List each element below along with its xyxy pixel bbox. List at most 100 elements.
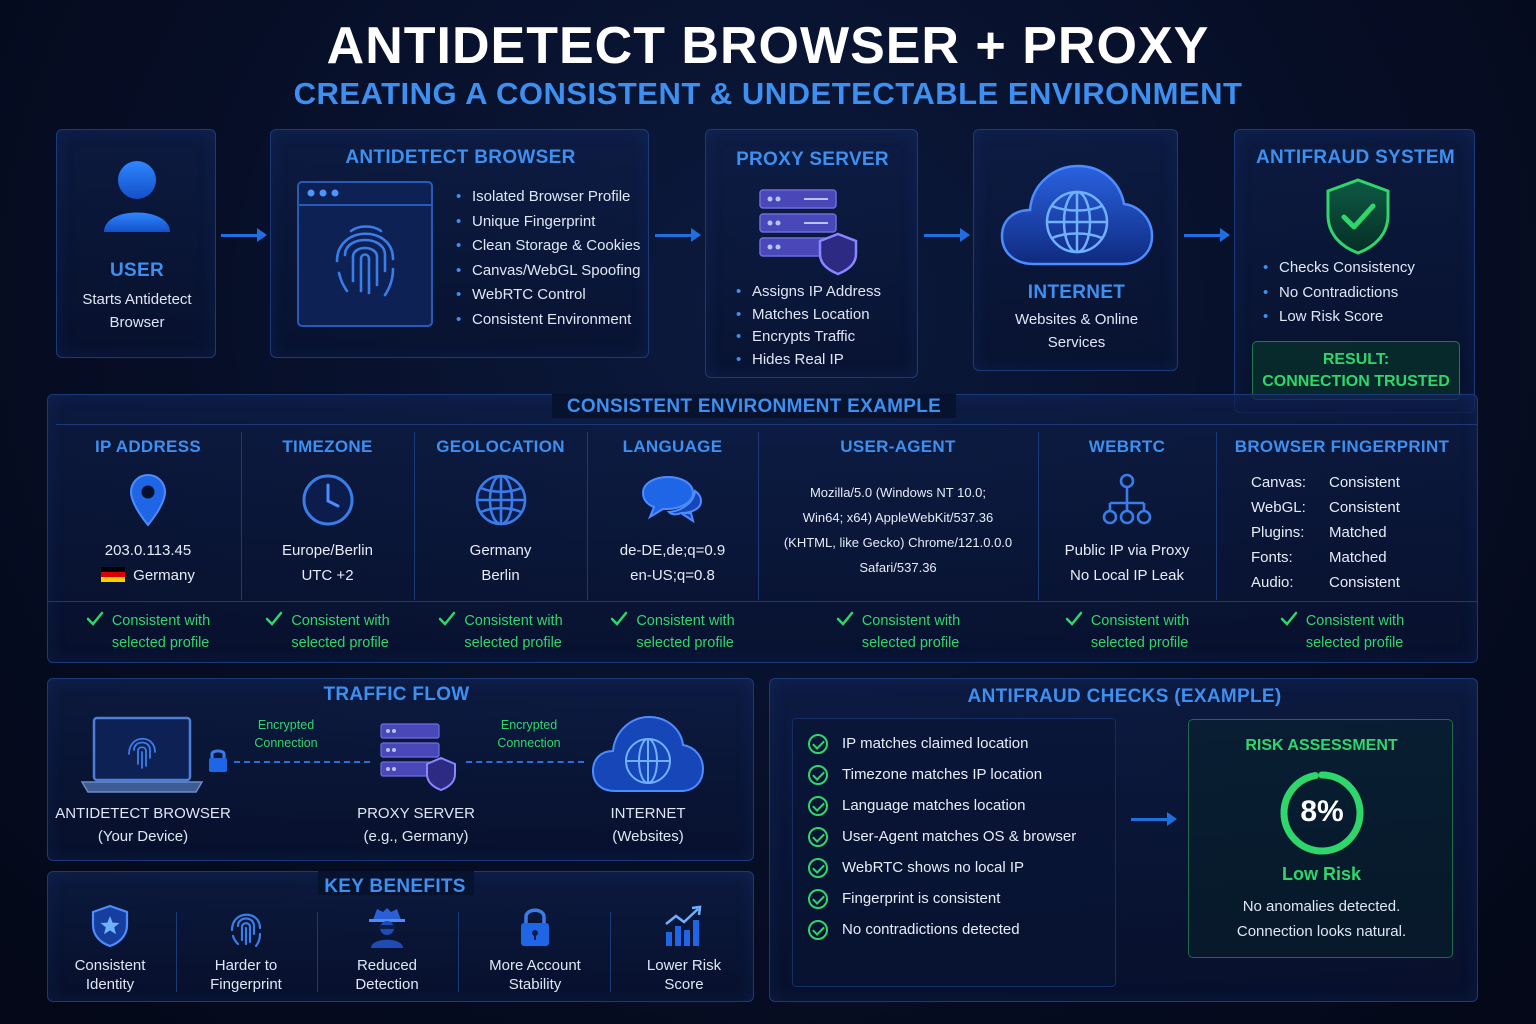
benefit-reduced-detection: Reduced Detection bbox=[317, 904, 457, 994]
env-fp-value: Consistent bbox=[1329, 574, 1400, 591]
env-fp-row: WebGL:Consistent bbox=[1251, 495, 1400, 520]
check-item: Timezone matches IP location bbox=[808, 759, 1076, 790]
clock-icon bbox=[302, 474, 353, 526]
risk-title: RISK ASSESSMENT bbox=[1245, 737, 1398, 754]
benefit-separator bbox=[317, 912, 318, 992]
benefit-label: Fingerprint bbox=[210, 976, 282, 993]
network-nodes-icon bbox=[1102, 473, 1152, 525]
user-desc-line1: Starts Antidetect bbox=[82, 291, 192, 308]
env-tz-offset: UTC +2 bbox=[301, 567, 354, 584]
server-shield-icon bbox=[759, 189, 858, 276]
env-tz-zone: Europe/Berlin bbox=[282, 542, 373, 559]
lock-icon bbox=[209, 749, 227, 772]
antidetect-feature: Canvas/WebGL Spoofing bbox=[456, 259, 640, 284]
env-status-line1: Consistent with bbox=[861, 613, 961, 629]
check-icon bbox=[836, 611, 854, 626]
check-circle-icon bbox=[808, 733, 828, 754]
antidetect-feature: Consistent Environment bbox=[456, 308, 640, 333]
risk-gauge-arc bbox=[1280, 771, 1364, 855]
traffic-flow-panel: TRAFFIC FLOW Encrypted Connection Encryp… bbox=[47, 678, 754, 861]
internet-desc-line1: Websites & Online bbox=[1014, 311, 1139, 328]
env-ua-line: (KHTML, like Gecko) Chrome/121.0.0.0 bbox=[783, 535, 1013, 550]
internet-desc-line2: Services bbox=[1047, 334, 1106, 351]
internet-desc: Websites & Online Services bbox=[974, 308, 1179, 354]
server-shield-icon bbox=[380, 723, 456, 792]
env-status-line2: selected profile bbox=[291, 635, 389, 651]
column-separator bbox=[241, 432, 242, 600]
environment-inner-top bbox=[56, 424, 1478, 425]
proxy-features: Assigns IP Address Matches Location Encr… bbox=[736, 281, 881, 371]
antidetect-card: ANTIDETECT BROWSER Isolated Browser Prof… bbox=[270, 129, 649, 358]
germany-flag-icon bbox=[101, 567, 126, 582]
env-webrtc-leak: No Local IP Leak bbox=[1070, 567, 1184, 584]
env-status-line1: Consistent with bbox=[464, 613, 563, 629]
growth-chart-icon bbox=[665, 905, 702, 946]
environment-divider bbox=[47, 601, 1478, 602]
risk-note-line2: Connection looks natural. bbox=[1236, 923, 1407, 940]
env-webrtc-value: Public IP via Proxy No Local IP Leak bbox=[1038, 538, 1216, 588]
env-status-line2: selected profile bbox=[464, 635, 562, 651]
check-item: User-Agent matches OS & browser bbox=[808, 821, 1076, 852]
column-separator bbox=[587, 432, 588, 600]
check-item-label: IP matches claimed location bbox=[842, 735, 1029, 752]
user-icon bbox=[104, 161, 170, 232]
cloud-globe-icon bbox=[1000, 164, 1154, 266]
traffic-internet-label: INTERNET (Websites) bbox=[573, 802, 723, 848]
check-item-label: No contradictions detected bbox=[842, 921, 1020, 938]
env-column-fingerprint: BROWSER FINGERPRINT Canvas:Consistent We… bbox=[1216, 425, 1468, 663]
env-status-line1: Consistent with bbox=[1305, 613, 1405, 629]
column-separator bbox=[1216, 432, 1217, 600]
result-label: RESULT: bbox=[1322, 351, 1390, 368]
location-pin-icon bbox=[129, 473, 167, 527]
encrypted-label-line1: Encrypted bbox=[257, 718, 315, 732]
benefit-harder-to-fingerprint: Harder to Fingerprint bbox=[176, 904, 316, 994]
user-desc-line2: Browser bbox=[109, 314, 165, 331]
env-ip-country: Germany bbox=[55, 563, 241, 588]
internet-card: INTERNET Websites & Online Services bbox=[973, 129, 1178, 371]
env-column-language: LANGUAGE de-DE,de;q=0.9 en-US;q=0.8 Cons… bbox=[587, 425, 758, 663]
env-geo-value: Germany Berlin bbox=[414, 538, 587, 588]
page-subtitle: CREATING A CONSISTENT & UNDETECTABLE ENV… bbox=[293, 76, 1243, 111]
traffic-browser-name: ANTIDETECT BROWSER bbox=[55, 805, 231, 822]
check-icon bbox=[86, 611, 104, 626]
env-fp-value: Consistent bbox=[1329, 499, 1400, 516]
check-item-label: Timezone matches IP location bbox=[842, 766, 1043, 783]
check-item-label: Language matches location bbox=[842, 797, 1026, 814]
env-webrtc-title: WEBRTC bbox=[1088, 437, 1166, 456]
antifraud-checks-panel: ANTIFRAUD CHECKS (EXAMPLE) IP matches cl… bbox=[769, 678, 1478, 1002]
antifraud-feature: No Contradictions bbox=[1263, 281, 1415, 306]
check-item-label: Fingerprint is consistent bbox=[842, 890, 1001, 907]
env-lang-secondary: en-US;q=0.8 bbox=[630, 567, 715, 584]
traffic-browser-label: ANTIDETECT BROWSER (Your Device) bbox=[48, 802, 238, 848]
antidetect-feature: Isolated Browser Profile bbox=[456, 185, 640, 210]
env-ip-address: 203.0.113.45 bbox=[104, 542, 192, 559]
risk-gauge bbox=[1280, 771, 1364, 855]
environment-title: CONSISTENT ENVIRONMENT EXAMPLE bbox=[566, 396, 942, 417]
environment-title-backdrop bbox=[552, 394, 956, 418]
antifraud-feature: Low Risk Score bbox=[1263, 305, 1415, 330]
env-status-line1: Consistent with bbox=[636, 613, 735, 629]
antidetect-title: ANTIDETECT BROWSER bbox=[345, 147, 576, 168]
benefit-label: Consistent bbox=[74, 957, 146, 974]
env-ua-title: USER-AGENT bbox=[840, 437, 956, 456]
flow-arrow bbox=[924, 228, 970, 242]
env-webrtc-public: Public IP via Proxy bbox=[1064, 542, 1190, 559]
risk-note: No anomalies detected. Connection looks … bbox=[1189, 894, 1454, 944]
check-icon bbox=[1280, 611, 1298, 626]
env-fp-row: Plugins:Matched bbox=[1251, 520, 1400, 545]
flow-arrow bbox=[221, 228, 267, 242]
checks-list-box bbox=[792, 718, 1116, 987]
check-circle-icon bbox=[808, 764, 828, 785]
benefit-separator bbox=[176, 912, 177, 992]
proxy-feature: Hides Real IP bbox=[736, 349, 881, 372]
proxy-feature: Assigns IP Address bbox=[736, 281, 881, 304]
proxy-feature: Encrypts Traffic bbox=[736, 326, 881, 349]
benefit-lower-risk: Lower Risk Score bbox=[614, 904, 754, 994]
flow-arrow bbox=[1131, 812, 1177, 826]
env-ua-line: Win64; x64) AppleWebKit/537.36 bbox=[802, 510, 994, 525]
env-fp-key: Fonts: bbox=[1251, 549, 1293, 566]
incognito-agent-icon bbox=[369, 908, 405, 948]
